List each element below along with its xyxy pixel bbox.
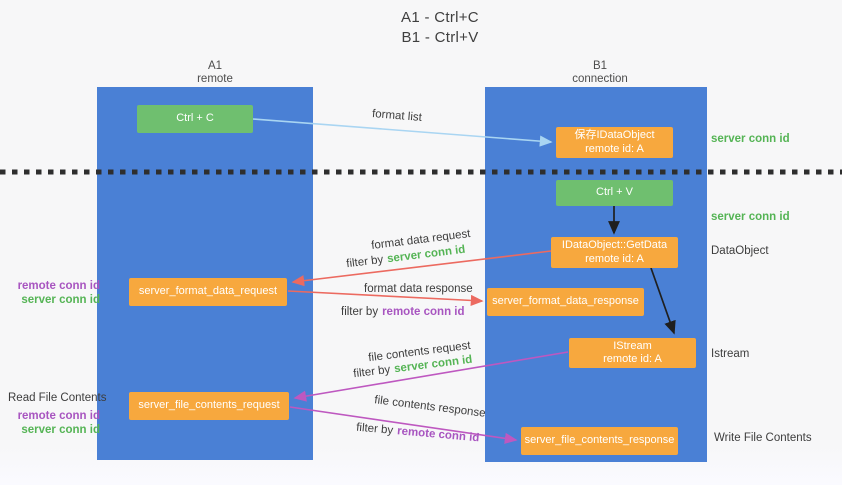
server-format-data-request-node: server_format_data_request <box>129 278 287 306</box>
server-file-contents-response-label: server_file_contents_response <box>524 434 675 447</box>
idataobject-getdata-node: IDataObject::GetData remote id: A <box>551 237 678 268</box>
getdata-line1: IDataObject::GetData <box>561 239 668 251</box>
write-file-contents-label: Write File Contents <box>714 432 812 444</box>
title-line-2: B1 - Ctrl+V <box>401 29 479 46</box>
istream-side-label: Istream <box>711 348 750 360</box>
remote-conn-id-text: remote conn id <box>382 306 465 318</box>
format-data-request-arrow <box>291 250 552 287</box>
istream-node: IStream remote id: A <box>569 338 696 368</box>
column-header-b1: B1 connection <box>530 60 670 86</box>
filter-by-text: filter by <box>341 306 379 318</box>
server-format-data-request-label: server_format_data_request <box>138 285 278 298</box>
server-conn-id-text: server conn id <box>21 294 100 306</box>
save-idataobject-line2: remote id: A <box>585 142 644 155</box>
column-a1-name: A1 <box>207 60 223 72</box>
format-data-response-label: format data response <box>364 283 473 295</box>
server-conn-id-text: server conn id <box>21 424 100 436</box>
column-a1-subtitle: remote <box>197 73 233 85</box>
read-file-contents-label: Read File Contents <box>8 392 107 404</box>
getdata-to-istream-arrow <box>650 267 676 335</box>
dataobject-side-label: DataObject <box>711 245 769 257</box>
format-data-response-arrow <box>287 290 484 307</box>
ctrl-v-label: Ctrl + V <box>596 186 633 199</box>
istream-line2: remote id: A <box>603 353 662 365</box>
server-format-data-response-node: server_format_data_response <box>487 288 644 316</box>
save-idataobject-node: 保存IDataObject remote id: A <box>556 127 673 158</box>
column-header-a1: A1 remote <box>145 60 285 86</box>
ctrl-c-label: Ctrl + C <box>176 112 214 125</box>
server-file-contents-request-label: server_file_contents_request <box>138 399 280 412</box>
remote-conn-id-text: remote conn id <box>17 280 100 292</box>
server-conn-id-side-label-mid: server conn id <box>711 211 790 223</box>
save-idataobject-line1: 保存IDataObject <box>574 129 655 141</box>
left-conn-ids-file: remote conn id server conn id <box>8 409 100 437</box>
remote-conn-id-text: remote conn id <box>17 410 100 422</box>
file-contents-response-arrow <box>289 406 518 444</box>
format-list-arrow <box>252 118 553 147</box>
ctrl-v-node: Ctrl + V <box>556 180 673 206</box>
server-file-contents-request-node: server_file_contents_request <box>129 392 289 420</box>
getdata-line2: remote id: A <box>585 252 644 265</box>
diagram-title: A1 - Ctrl+C B1 - Ctrl+V <box>300 8 580 48</box>
ctrl-c-node: Ctrl + C <box>137 105 253 133</box>
column-b1-name: B1 <box>592 60 608 72</box>
istream-line1: IStream <box>613 339 652 352</box>
column-b1-subtitle: connection <box>572 73 628 85</box>
file-contents-request-arrow <box>293 351 569 402</box>
title-line-1: A1 - Ctrl+C <box>401 9 479 26</box>
server-format-data-response-label: server_format_data_response <box>492 295 639 308</box>
server-conn-id-side-label-top: server conn id <box>711 133 790 145</box>
server-file-contents-response-node: server_file_contents_response <box>521 427 678 455</box>
left-conn-ids-format: remote conn id server conn id <box>8 279 100 307</box>
